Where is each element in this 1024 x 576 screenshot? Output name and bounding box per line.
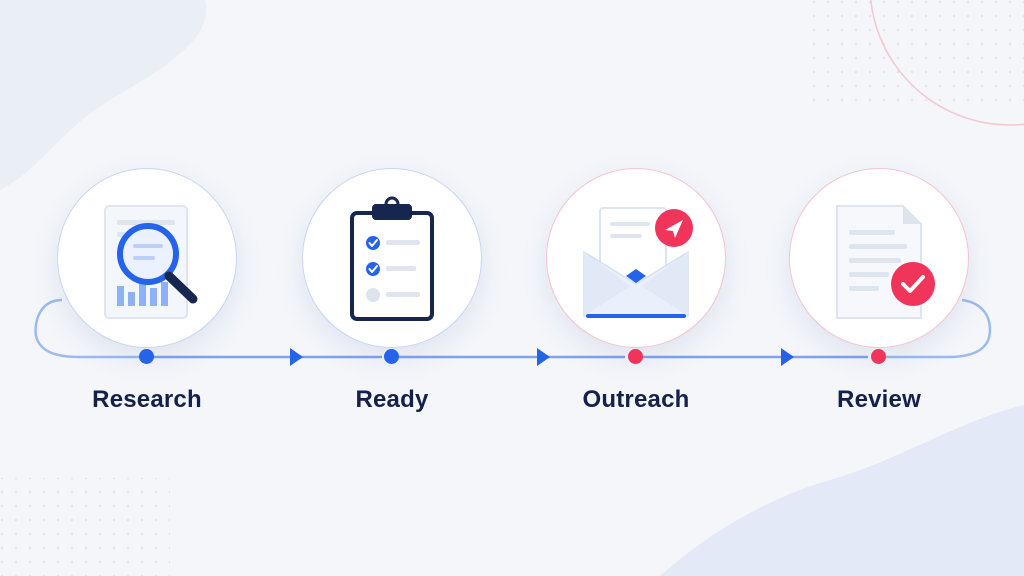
bottom-right-blob	[660, 405, 1024, 576]
timeline-left-curve	[34, 298, 140, 359]
arrow-head-2	[537, 348, 550, 366]
timeline-dot	[139, 349, 154, 364]
step-label: Research	[92, 386, 202, 413]
bottom-left-dot-grid	[0, 478, 170, 576]
step-ready: Ready	[302, 168, 482, 428]
clipboard-checklist-icon	[350, 196, 434, 321]
document-check-icon	[836, 205, 935, 319]
arrow-head-1	[290, 348, 303, 366]
arrow-head-3	[781, 348, 794, 366]
timeline-dot	[871, 349, 886, 364]
magnifier-report-icon	[104, 205, 198, 319]
top-left-blob	[0, 0, 207, 190]
step-label: Ready	[355, 386, 429, 413]
step-label: Outreach	[582, 386, 690, 413]
timeline-dot	[628, 349, 643, 364]
top-right-arc	[870, 0, 1024, 126]
envelope-send-icon	[583, 207, 693, 318]
timeline-dot	[384, 349, 399, 364]
step-research: Research	[57, 168, 237, 428]
top-right-dot-grid	[808, 0, 1024, 110]
step-label: Review	[837, 386, 921, 413]
timeline-right-curve	[886, 298, 992, 359]
step-review: Review	[789, 168, 969, 428]
step-outreach: Outreach	[546, 168, 726, 428]
